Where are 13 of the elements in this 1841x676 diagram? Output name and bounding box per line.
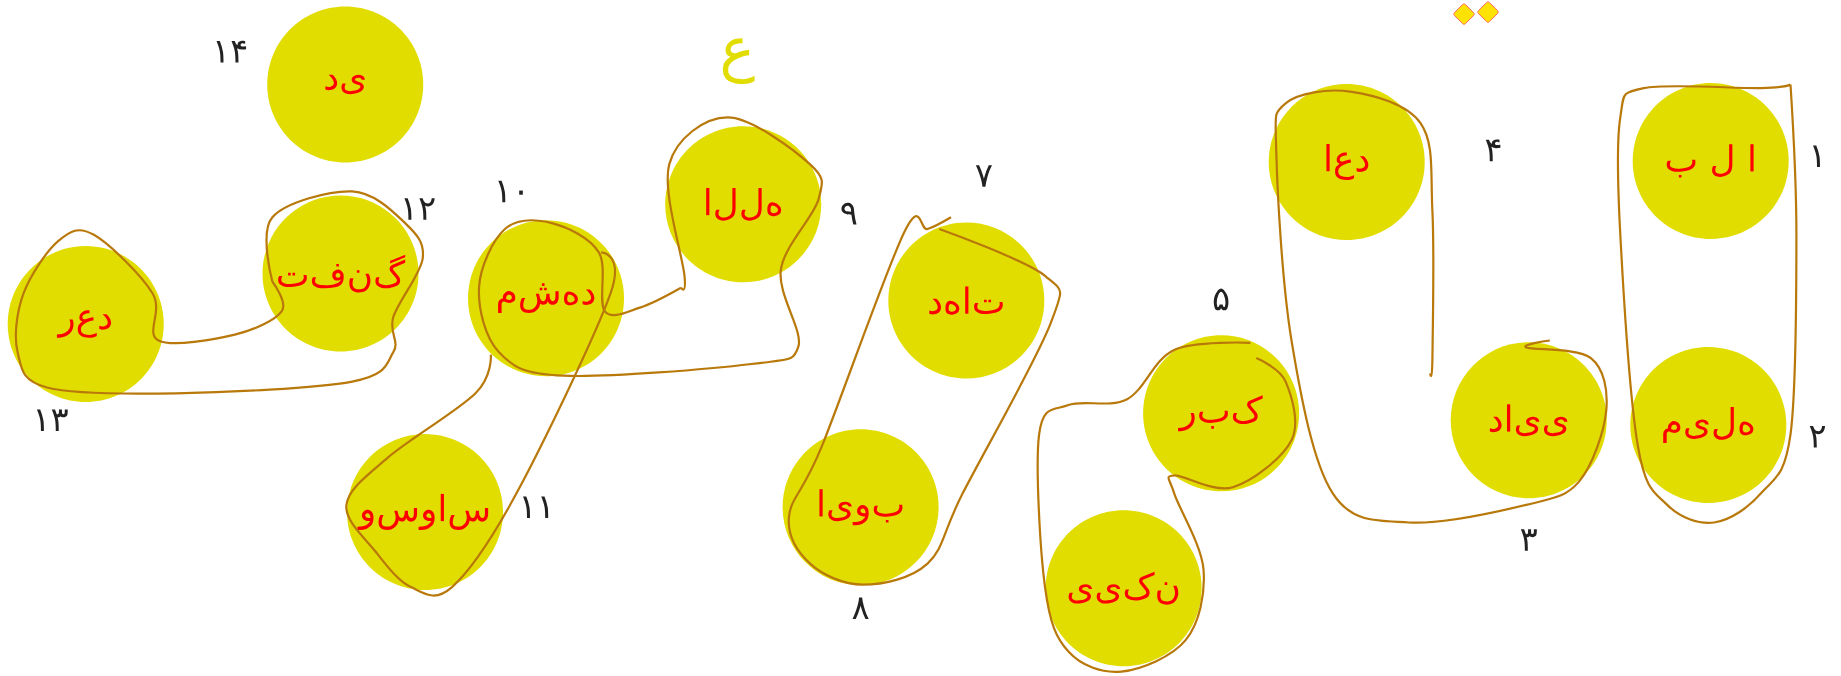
letter-label: ع <box>722 38 755 84</box>
number-label: ۱ <box>1813 145 1820 167</box>
number-label: ۷ <box>975 165 992 187</box>
number-label: ۲ <box>1809 426 1826 448</box>
number-label: ۱۳ <box>36 409 68 432</box>
number-label: ۱۰ <box>498 180 523 203</box>
number-label: ۵ <box>1213 288 1229 311</box>
number-label: ۹ <box>841 202 857 225</box>
number-label: ۸ <box>852 597 869 619</box>
number-label: ۱۱ <box>523 496 549 518</box>
number-label: ۱۴ <box>216 40 247 63</box>
number-label: ۳ <box>1520 529 1537 551</box>
number-label: ۴ <box>1485 139 1501 162</box>
